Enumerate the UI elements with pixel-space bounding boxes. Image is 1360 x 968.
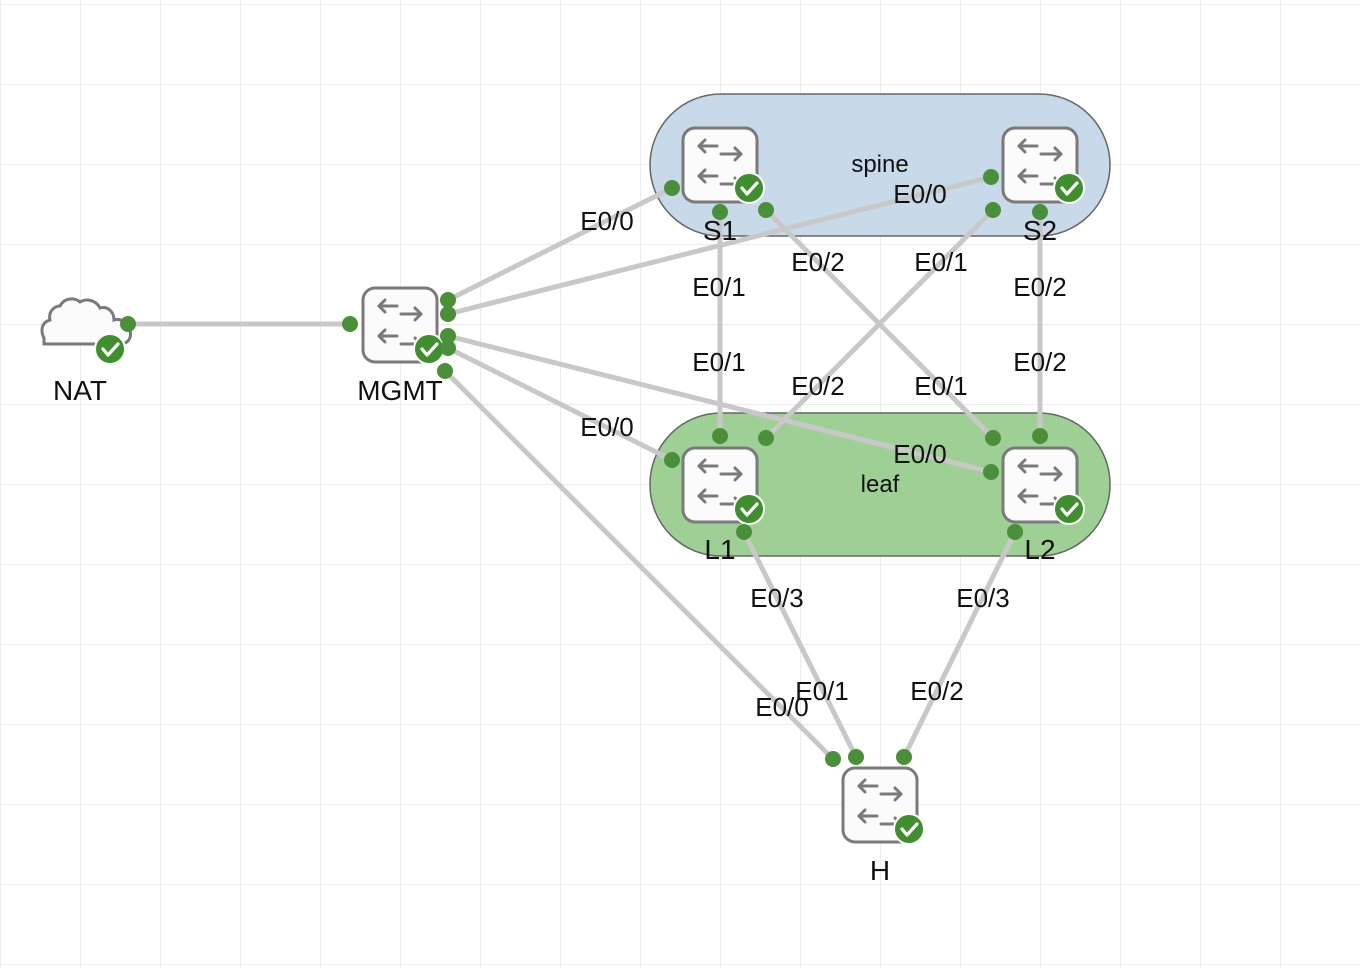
- node-s1-label: S1: [703, 215, 737, 246]
- node-h-label: H: [870, 855, 890, 886]
- port-dot[interactable]: [437, 363, 453, 379]
- port-dot[interactable]: [440, 328, 456, 344]
- port-dot[interactable]: [440, 306, 456, 322]
- node-mgmt[interactable]: MGMT: [357, 286, 446, 406]
- port-dot[interactable]: [120, 316, 136, 332]
- port-dot[interactable]: [983, 169, 999, 185]
- status-ok-icon: [892, 812, 926, 846]
- link-mgmt-l1[interactable]: [445, 345, 675, 463]
- link-l2-h[interactable]: [901, 529, 1018, 760]
- port-dot[interactable]: [712, 428, 728, 444]
- port-label-l2-e0-0: E0/0: [893, 439, 947, 469]
- node-l2-label: L2: [1024, 534, 1055, 565]
- port-dot[interactable]: [342, 316, 358, 332]
- node-l2[interactable]: L2: [1001, 446, 1086, 565]
- port-label-s1-e0-0: E0/0: [580, 206, 634, 236]
- node-l1[interactable]: L1: [681, 446, 766, 565]
- port-label-s2-e0-0: E0/0: [893, 179, 947, 209]
- group-spine-label: spine: [851, 151, 908, 178]
- port-dot[interactable]: [758, 202, 774, 218]
- port-dot[interactable]: [848, 749, 864, 765]
- port-dot[interactable]: [758, 430, 774, 446]
- port-dot[interactable]: [664, 452, 680, 468]
- port-label-s1-e0-2: E0/2: [791, 247, 845, 277]
- port-dot[interactable]: [712, 204, 728, 220]
- port-label-l1-e0-3: E0/3: [750, 583, 804, 613]
- links-layer: [125, 174, 1043, 762]
- port-label-l1-e0-2: E0/2: [791, 371, 845, 401]
- port-dots: [120, 169, 1048, 767]
- port-dot[interactable]: [736, 524, 752, 540]
- port-label-s1-e0-1: E0/1: [692, 272, 746, 302]
- port-dot[interactable]: [985, 202, 1001, 218]
- node-s2[interactable]: S2: [1001, 126, 1086, 246]
- group-leaf-label: leaf: [861, 471, 900, 498]
- port-dot[interactable]: [1007, 524, 1023, 540]
- status-ok-icon: [732, 492, 766, 526]
- group-leaf[interactable]: [649, 412, 1111, 557]
- link-mgmt-s1[interactable]: [445, 185, 675, 303]
- node-nat[interactable]: NAT: [40, 297, 132, 406]
- port-labels: E0/0 E0/0 E0/0 E0/0 E0/0 E0/1 E0/1 E0/2 …: [580, 179, 1067, 722]
- port-dot[interactable]: [983, 464, 999, 480]
- node-s2-label: S2: [1023, 215, 1057, 246]
- port-label-s2-e0-1: E0/1: [914, 247, 968, 277]
- status-ok-icon: [1052, 171, 1086, 205]
- status-ok-icon: [412, 332, 446, 366]
- port-label-l2-e0-2: E0/2: [1013, 347, 1067, 377]
- port-label-l1-e0-0: E0/0: [580, 412, 634, 442]
- node-s1[interactable]: S1: [681, 126, 766, 246]
- port-dot[interactable]: [440, 292, 456, 308]
- link-l1-h[interactable]: [741, 529, 859, 760]
- link-mgmt-h[interactable]: [442, 368, 836, 762]
- port-label-s2-e0-2: E0/2: [1013, 272, 1067, 302]
- port-dot[interactable]: [440, 340, 456, 356]
- port-label-l2-e0-3: E0/3: [956, 583, 1010, 613]
- port-dot[interactable]: [985, 430, 1001, 446]
- port-label-h-e0-2: E0/2: [910, 676, 964, 706]
- status-ok-icon: [732, 171, 766, 205]
- port-dot[interactable]: [1032, 428, 1048, 444]
- status-ok-icon: [93, 332, 127, 366]
- status-ok-icon: [1052, 492, 1086, 526]
- port-label-h-e0-0: E0/0: [755, 692, 809, 722]
- node-l1-label: L1: [704, 534, 735, 565]
- link-s2-l1[interactable]: [763, 207, 996, 441]
- node-h[interactable]: H: [841, 766, 926, 886]
- node-mgmt-label: MGMT: [357, 375, 443, 406]
- port-label-h-e0-1: E0/1: [795, 676, 849, 706]
- port-label-l2-e0-1: E0/1: [914, 371, 968, 401]
- node-nat-label: NAT: [53, 375, 107, 406]
- port-label-l1-e0-1: E0/1: [692, 347, 746, 377]
- port-dot[interactable]: [896, 749, 912, 765]
- port-dot[interactable]: [1032, 204, 1048, 220]
- port-dot[interactable]: [664, 180, 680, 196]
- port-dot[interactable]: [825, 751, 841, 767]
- group-spine[interactable]: [649, 93, 1111, 237]
